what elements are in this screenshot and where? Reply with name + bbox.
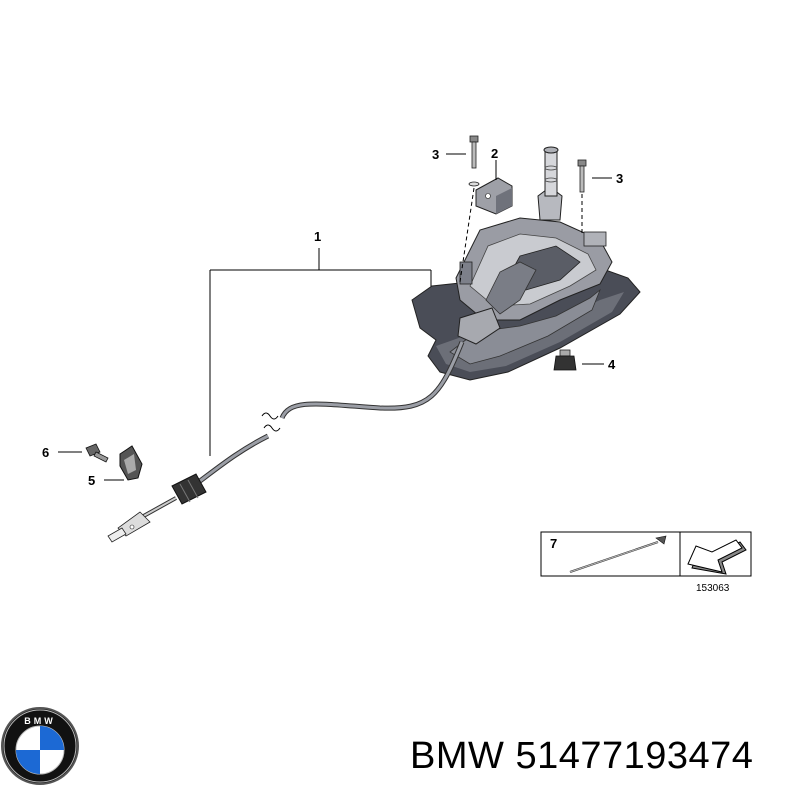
nut-part-4 [553,349,577,371]
bmw-logo: BMW [1,707,79,785]
screw-part-3-right [577,159,587,236]
callout-3-right: 3 [616,171,623,186]
shift-cable [107,341,465,543]
callout-1: 1 [314,229,321,244]
part-number: 51477193474 [515,735,754,777]
screw-part-3-left [459,135,480,283]
callout-7: 7 [550,536,557,551]
part-7-box [540,531,752,577]
logo-letters: BMW [24,716,56,726]
screw-part-6 [85,443,109,463]
clip-part-5 [119,445,143,481]
bracket-part-2 [475,177,513,215]
arrow-icon [687,539,747,575]
brand-name: BMW [410,735,505,777]
callout-4: 4 [608,357,616,372]
callout-2: 2 [491,146,498,161]
callout-1-leader [209,248,432,456]
callout-6: 6 [42,445,49,460]
reference-number: 153063 [696,583,730,594]
brand-part-number: BMW 51477193474 [410,735,753,778]
shifter-housing [411,146,641,381]
callout-5: 5 [88,473,95,488]
callout-3-left: 3 [432,147,439,162]
